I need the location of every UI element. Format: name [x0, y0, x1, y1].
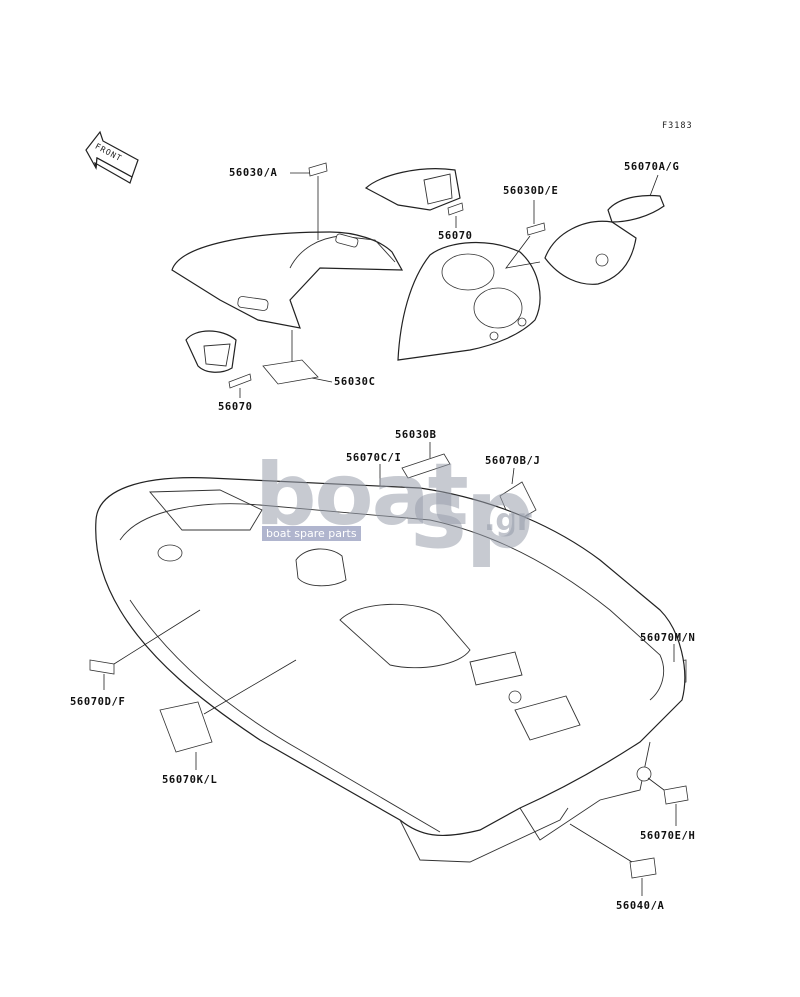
callout-56070e-h: 56070E/H — [640, 830, 696, 842]
callout-56070b-j: 56070B/J — [485, 455, 541, 467]
watermark-suffix: .gr — [484, 503, 532, 538]
callout-56040-a: 56040/A — [616, 900, 665, 912]
callout-56070-top: 56070 — [438, 230, 473, 242]
callout-56070m-n: 56070M/N — [640, 632, 696, 644]
callout-56070-left: 56070 — [218, 401, 253, 413]
callout-56030-a: 56030/A — [229, 167, 278, 179]
watermark-tagline: boat spare parts — [262, 526, 361, 541]
callout-56030d-e: 56030D/E — [503, 185, 559, 197]
decal-56070-left — [228, 373, 252, 389]
callout-56070k-l: 56070K/L — [162, 774, 218, 786]
decal-56030c — [262, 359, 319, 385]
decal-56070d-f — [89, 659, 115, 675]
handle-shroud-part — [364, 168, 461, 211]
right-cover-part — [544, 194, 665, 285]
callout-56070c-i: 56070C/I — [346, 452, 402, 464]
console-part — [397, 242, 541, 361]
decal-56070e-h — [663, 785, 689, 805]
callout-56070a-g: 56070A/G — [624, 161, 680, 173]
callout-56030c: 56030C — [334, 376, 376, 388]
hull-part — [95, 477, 686, 863]
decal-56070-top — [447, 202, 464, 216]
seat-cover-part — [171, 231, 404, 329]
front-arrow-icon — [85, 130, 139, 184]
leader-lines — [103, 172, 677, 896]
decal-56030-a — [308, 162, 328, 177]
figure-code: F3183 — [662, 121, 693, 131]
decal-56030d-e — [526, 222, 546, 236]
decal-56040-a — [629, 857, 657, 879]
callout-56030b: 56030B — [395, 429, 437, 441]
decal-56030b — [401, 453, 451, 479]
callout-56070d-f: 56070D/F — [70, 696, 126, 708]
small-cover-part — [185, 330, 237, 373]
watermark-word-right: sp — [410, 458, 534, 570]
decal-56070k-l — [159, 701, 213, 753]
